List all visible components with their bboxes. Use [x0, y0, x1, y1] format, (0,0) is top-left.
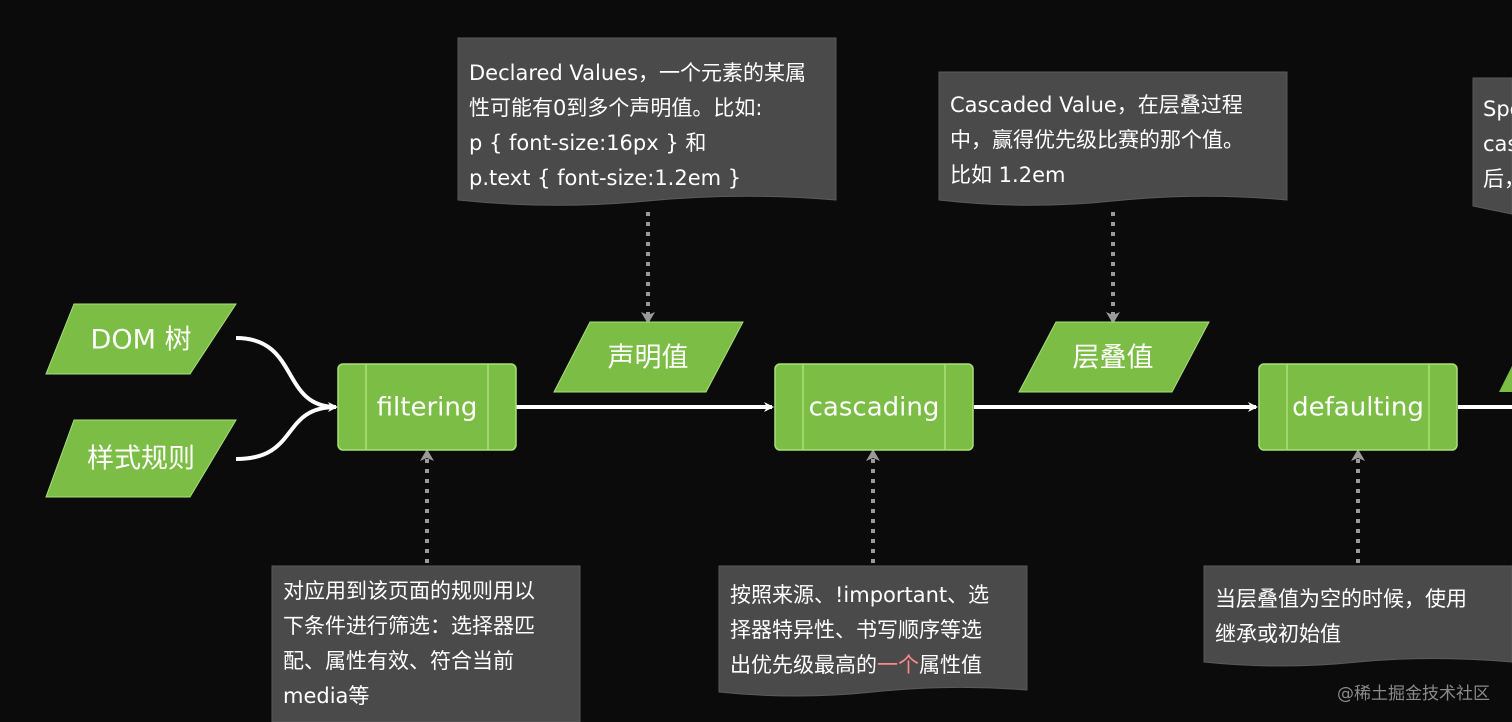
style-rules-node	[45, 419, 237, 498]
declared-value-label: 声明值	[608, 343, 689, 374]
cascaded-note-line: Cascaded Value，在层叠过程	[950, 93, 1243, 117]
cascading-note-highlight: 一个	[877, 653, 919, 677]
declared-note-line: p.text { font-size:1.2em }	[469, 166, 742, 190]
declared-note-shape	[457, 37, 837, 206]
watermark: @稀土掘金技术社区	[1337, 684, 1490, 704]
next-value-node-partial	[1499, 366, 1512, 392]
defaulting-process: defaulting	[1258, 363, 1458, 451]
defaulting-note-shape	[1203, 565, 1512, 667]
declared-note-line: Declared Values，一个元素的某属	[469, 61, 807, 85]
filtering-note-line: 下条件进行筛选：选择器匹	[283, 614, 535, 638]
cascaded-note-shape	[938, 71, 1288, 206]
dom-tree-label: DOM 树	[91, 325, 192, 356]
cascading-note-text: 属性值	[919, 653, 982, 677]
cascading-label: cascading	[809, 393, 940, 423]
cascaded-value-node	[1018, 321, 1210, 393]
filtering-note-shape	[271, 565, 581, 722]
cascading-note-line: 出优先级最高的一个属性值	[730, 648, 989, 683]
declared-values-note: Declared Values，一个元素的某属 性可能有0到多个声明值。比如: …	[469, 56, 806, 196]
declared-note-line: p { font-size:16px } 和	[469, 131, 707, 155]
filtering-note-line: 配、属性有效、符合当前	[283, 649, 514, 673]
filtering-label: filtering	[377, 393, 478, 423]
cascaded-note-line: 中，赢得优先级比赛的那个值。	[950, 128, 1244, 152]
cascading-note-text: 出优先级最高的	[730, 653, 877, 677]
defaulting-note-line: 当层叠值为空的时候，使用	[1215, 587, 1467, 611]
declared-value-node	[553, 321, 744, 393]
cascaded-value-note: Cascaded Value，在层叠过程 中，赢得优先级比赛的那个值。 比如 1…	[950, 88, 1244, 193]
filtering-note-line: media等	[283, 684, 370, 708]
cascading-note-line: 按照来源、!important、选	[730, 583, 990, 607]
declared-note-line: 性可能有0到多个声明值。比如:	[469, 96, 763, 120]
cascaded-note-line: 比如 1.2em	[950, 163, 1066, 187]
cascading-note-line: 择器特异性、书写顺序等选	[730, 618, 982, 642]
filtering-process: filtering	[337, 363, 517, 451]
defaulting-note: 当层叠值为空的时候，使用 继承或初始值	[1215, 582, 1467, 652]
cascading-note: 按照来源、!important、选 择器特异性、书写顺序等选 出优先级最高的一个…	[730, 578, 989, 683]
cascading-process: cascading	[774, 363, 974, 451]
specified-value-note: Speci casca 后，使	[1483, 92, 1512, 197]
style-rules-label: 样式规则	[87, 444, 195, 475]
cascading-note-shape	[718, 565, 1028, 697]
dom-to-filtering-connector	[235, 336, 338, 412]
filtering-note: 对应用到该页面的规则用以 下条件进行筛选：选择器匹 配、属性有效、符合当前 me…	[283, 574, 535, 714]
styles-to-filtering-connector	[235, 405, 337, 461]
cascaded-value-label: 层叠值	[1073, 343, 1154, 374]
defaulting-note-line: 继承或初始值	[1215, 622, 1341, 646]
specified-note-line: 后，使	[1483, 167, 1512, 191]
filtering-note-line: 对应用到该页面的规则用以	[283, 579, 535, 603]
specified-note-line: Speci	[1483, 97, 1512, 121]
defaulting-label: defaulting	[1292, 393, 1424, 423]
specified-note-line: casca	[1483, 132, 1512, 156]
dom-tree-node	[45, 303, 237, 375]
